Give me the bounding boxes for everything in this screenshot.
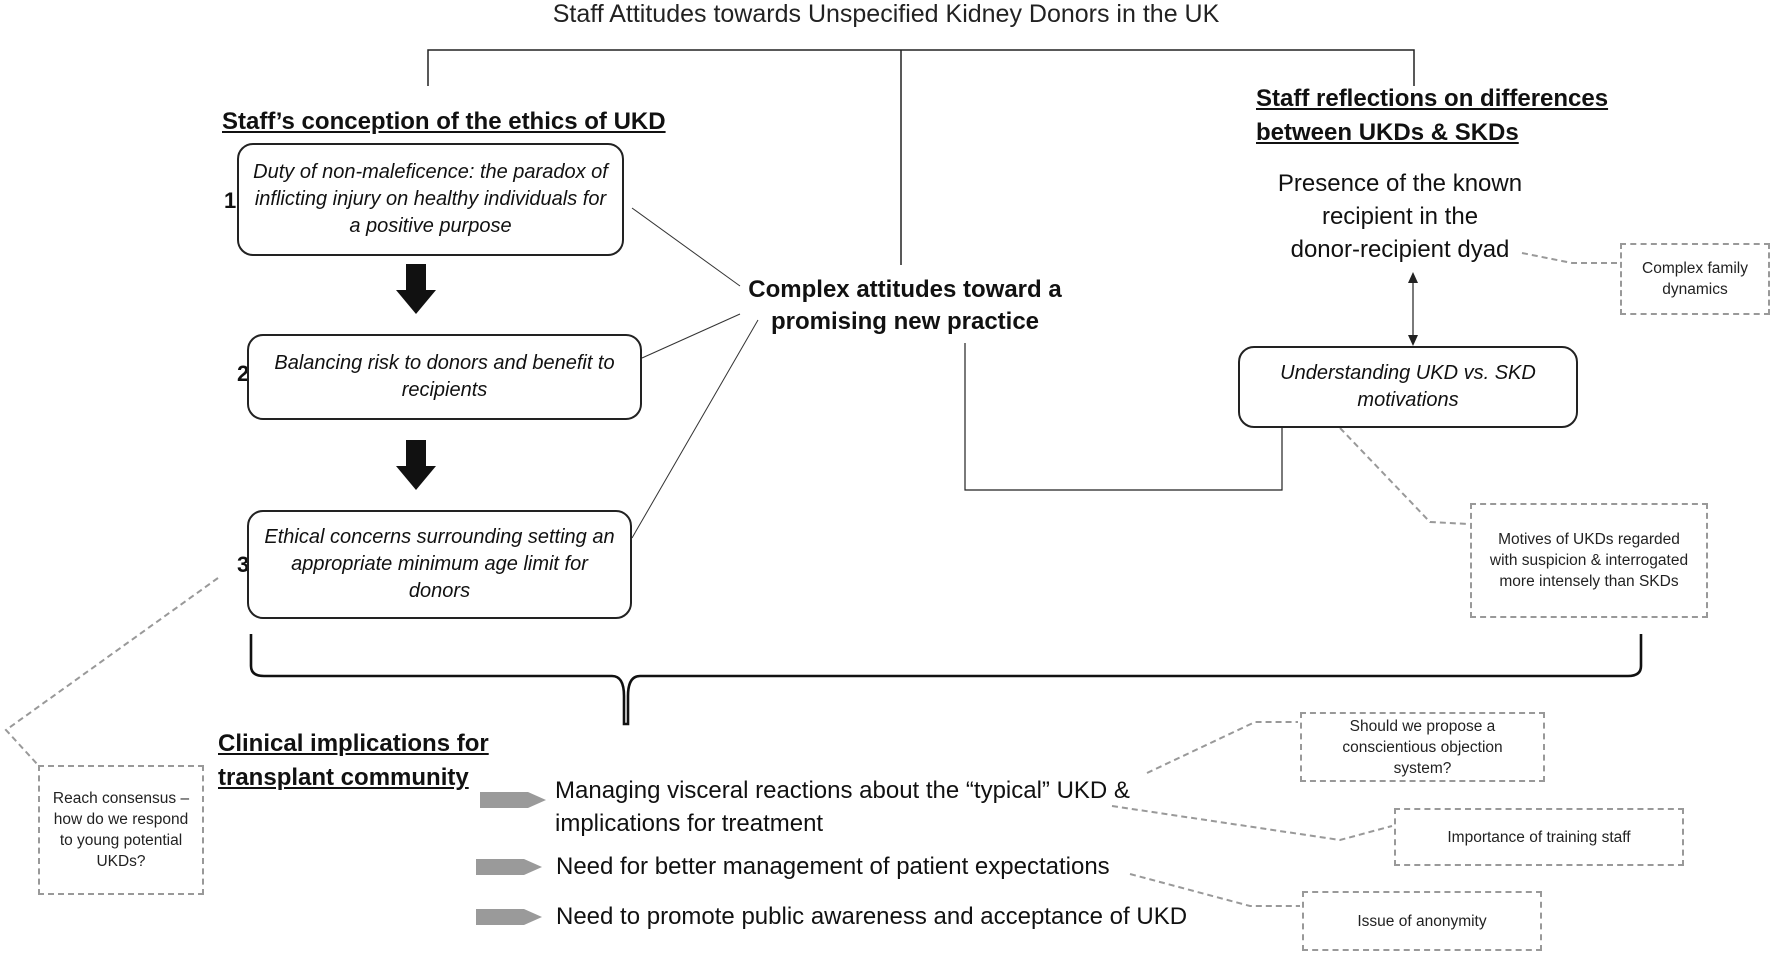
presence-of-recipient: Presence of the known recipient in the d…: [1240, 167, 1560, 266]
note-motives-text: Motives of UKDs regarded with suspicion …: [1489, 531, 1689, 590]
clinical-heading-line2: transplant community: [218, 764, 469, 791]
clinical-item-2: Need for better management of patient ex…: [556, 853, 1110, 880]
ethics-box-1: Duty of non-maleficence: the paradox of …: [237, 143, 624, 256]
motivations-box-text: Understanding UKD vs. SKD motivations: [1280, 362, 1536, 411]
ethics-box-2-text: Balancing risk to donors and benefit to …: [274, 352, 615, 401]
item-number-2: 2: [237, 361, 250, 386]
note-objection: Should we propose a conscientious object…: [1300, 712, 1545, 782]
center-theme-line2: promising new practice: [770, 308, 1040, 335]
ethics-box-2: Balancing risk to donors and benefit to …: [247, 334, 642, 420]
dash-to-training-note: [1111, 805, 1393, 842]
dash-to-anonymity-note: [1129, 873, 1300, 907]
note-objection-text: Should we propose a conscientious object…: [1342, 717, 1503, 777]
note-training-text: Importance of training staff: [1447, 828, 1631, 846]
down-arrow-2-3: [396, 440, 436, 490]
note-consensus-text: Reach consensus – how do we respond to y…: [52, 790, 190, 870]
center-theme: Complex attitudes toward a promising new…: [740, 274, 1070, 338]
right-section-heading: Staff reflections on differences between…: [1256, 82, 1608, 150]
link-center-motivations: [964, 343, 1283, 491]
link-box1-center: [631, 207, 741, 287]
center-theme-line1: Complex attitudes toward a: [748, 276, 1062, 303]
item-number-3: 3: [237, 552, 250, 577]
right-heading-line1: Staff reflections on differences: [1256, 85, 1609, 112]
dash-to-family-note: [1521, 252, 1617, 264]
ethics-box-3-text: Ethical concerns surrounding setting an …: [264, 526, 615, 602]
link-box3-center: [631, 319, 759, 539]
presence-line2: recipient in the: [1321, 203, 1479, 230]
clinical-heading-line1: Clinical implications for: [218, 730, 489, 757]
ethics-box-3: Ethical concerns surrounding setting an …: [247, 510, 632, 619]
right-heading-line2: between UKDs & SKDs: [1256, 119, 1519, 146]
gray-arrow-3: [476, 909, 542, 925]
note-anonymity-text: Issue of anonymity: [1357, 912, 1487, 930]
note-family-dynamics-text: Complex family dynamics: [1642, 260, 1748, 298]
top-bracket-line: [427, 49, 1415, 86]
gray-arrow-1: [480, 792, 546, 808]
motivations-box: Understanding UKD vs. SKD motivations: [1238, 346, 1578, 428]
clinical-item-1: Managing visceral reactions about the “t…: [555, 777, 1130, 837]
dash-to-objection-note: [1146, 721, 1298, 774]
note-anonymity: Issue of anonymity: [1302, 891, 1542, 951]
down-arrow-1-2: [396, 264, 436, 314]
left-section-heading: Staff’s conception of the ethics of UKD: [222, 108, 666, 135]
gray-arrow-2: [476, 859, 542, 875]
note-family-dynamics: Complex family dynamics: [1620, 243, 1770, 315]
arrowhead-up: [1408, 272, 1418, 283]
grouping-brace: [249, 634, 1643, 726]
arrowhead-down: [1408, 335, 1418, 346]
diagram-title: Staff Attitudes towards Unspecified Kidn…: [552, 0, 1220, 28]
note-motives: Motives of UKDs regarded with suspicion …: [1470, 503, 1708, 618]
ethics-box-1-text: Duty of non-maleficence: the paradox of …: [253, 161, 608, 237]
clinical-heading: Clinical implications for transplant com…: [218, 727, 489, 795]
clinical-item-3: Need to promote public awareness and acc…: [556, 903, 1188, 930]
note-training: Importance of training staff: [1394, 808, 1684, 866]
item-number-1: 1: [224, 188, 237, 213]
dash-to-motives-note: [1339, 427, 1470, 525]
note-consensus: Reach consensus – how do we respond to y…: [38, 765, 204, 895]
dash-to-consensus-note: [4, 577, 219, 766]
presence-line1: Presence of the known: [1277, 170, 1523, 197]
presence-line3: donor-recipient dyad: [1290, 236, 1510, 263]
link-box2-center: [641, 313, 741, 359]
